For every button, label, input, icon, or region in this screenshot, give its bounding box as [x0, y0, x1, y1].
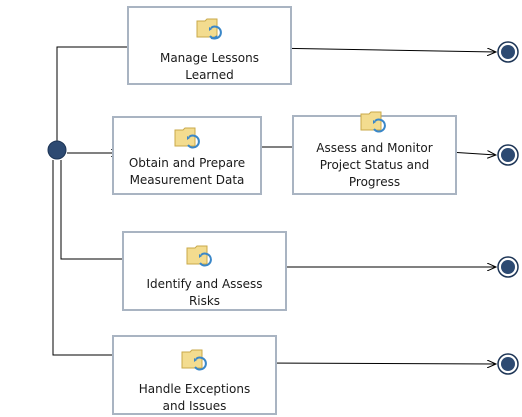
end-node-lessons[interactable] [497, 41, 519, 63]
activity-label: Manage Lessons Learned [159, 51, 260, 82]
activity-label: Identify and Assess Risks [146, 277, 263, 308]
connector-exceptions-to-end [259, 363, 496, 364]
task-folder-refresh-icon [186, 245, 212, 267]
connector-start-to-lessons [56, 47, 157, 150]
task-folder-refresh-icon [360, 111, 386, 133]
end-node-exceptions[interactable] [497, 353, 519, 375]
end-node-assess[interactable] [497, 144, 519, 166]
activity-obtain-measurement-data[interactable]: Obtain and Prepare Measurement Data [112, 116, 262, 195]
connector-start-to-exceptions [52, 160, 122, 355]
activity-identify-assess-risks[interactable]: Identify and Assess Risks [122, 231, 287, 311]
end-node-risks[interactable] [497, 256, 519, 278]
task-folder-refresh-icon [174, 127, 200, 149]
activity-handle-exceptions-issues[interactable]: Handle Exceptions and Issues [112, 335, 277, 415]
task-folder-refresh-icon [181, 349, 207, 371]
connector-start-to-risks [60, 160, 138, 259]
activity-label: Assess and Monitor Project Status and Pr… [316, 141, 433, 189]
connectors [52, 47, 496, 364]
activity-label: Obtain and Prepare Measurement Data [128, 156, 246, 187]
start-node[interactable] [47, 140, 67, 160]
activity-label: Handle Exceptions and Issues [138, 382, 251, 413]
task-folder-refresh-icon [196, 18, 222, 40]
activity-manage-lessons-learned[interactable]: Manage Lessons Learned [127, 6, 292, 85]
connector-lessons-to-end [266, 47, 496, 52]
end-nodes [497, 41, 519, 375]
activity-assess-monitor-status[interactable]: Assess and Monitor Project Status and Pr… [292, 111, 457, 195]
